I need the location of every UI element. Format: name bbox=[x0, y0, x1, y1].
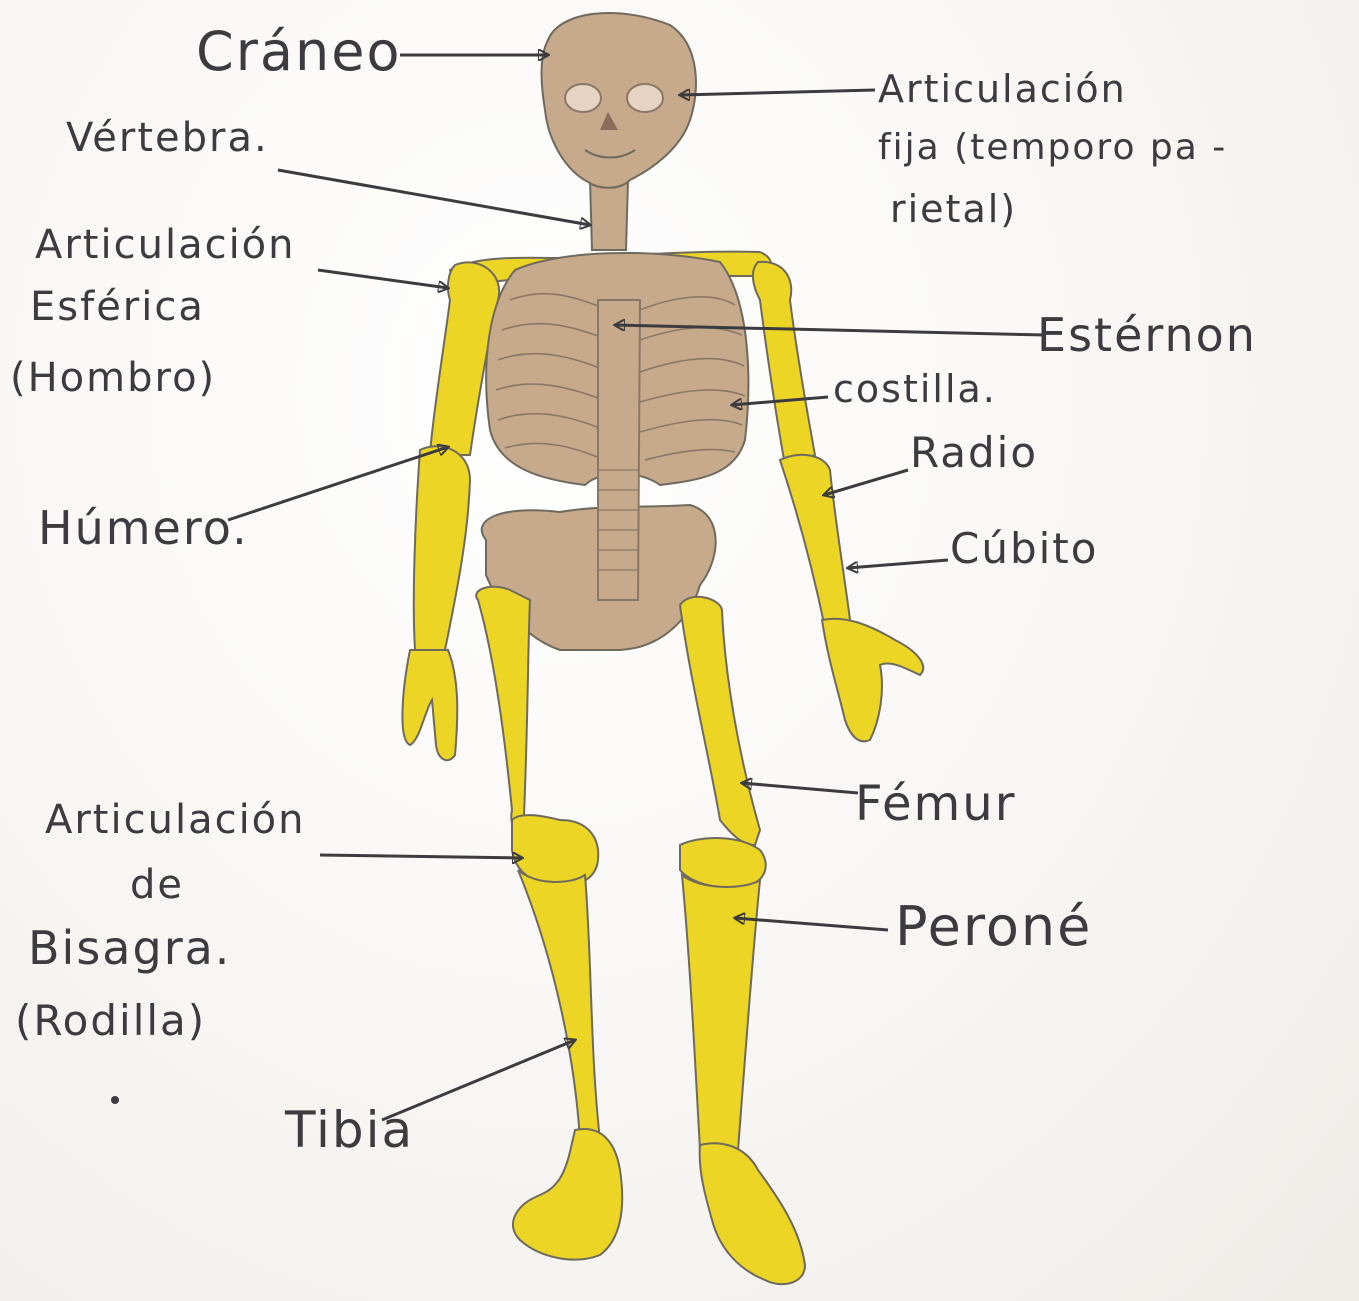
label-costilla: costilla. bbox=[833, 370, 997, 408]
right-forearm bbox=[780, 455, 850, 628]
right-foot bbox=[700, 1143, 805, 1284]
label-radio: Radio bbox=[910, 432, 1038, 474]
label-humero: Húmero. bbox=[38, 505, 249, 551]
label-articulacion-esferica-line3: (Hombro) bbox=[10, 358, 216, 398]
left-eye-socket bbox=[565, 84, 601, 112]
right-tibia bbox=[682, 875, 760, 1150]
right-humerus bbox=[753, 262, 815, 465]
label-articulacion-esferica-line2: Esférica bbox=[30, 287, 205, 327]
label-articulacion-bisagra-line1: Articulación bbox=[45, 800, 306, 840]
pencil-dot bbox=[111, 1096, 119, 1104]
left-hand bbox=[402, 650, 457, 760]
right-eye-socket bbox=[627, 84, 663, 112]
skeleton bbox=[402, 13, 923, 1284]
label-articulacion-bisagra-line4: (Rodilla) bbox=[15, 1000, 206, 1042]
neck bbox=[590, 180, 628, 250]
label-cubito: Cúbito bbox=[950, 528, 1098, 570]
left-forearm bbox=[414, 446, 470, 650]
label-vertebra: Vértebra. bbox=[66, 118, 269, 158]
label-perone: Peroné bbox=[895, 900, 1092, 954]
label-articulacion-fija-line1: Articulación bbox=[878, 70, 1127, 108]
label-tibia: Tibia bbox=[285, 1105, 414, 1155]
label-articulacion-bisagra-line2: de bbox=[130, 865, 184, 905]
spine bbox=[598, 300, 640, 600]
right-femur bbox=[680, 597, 760, 845]
label-femur: Fémur bbox=[855, 780, 1016, 828]
right-hand bbox=[822, 619, 923, 742]
label-articulacion-bisagra-line3: Bisagra. bbox=[28, 925, 231, 971]
left-tibia bbox=[518, 870, 600, 1140]
label-craneo: Cráneo bbox=[196, 25, 401, 79]
label-esternon: Estérnon bbox=[1037, 312, 1257, 358]
left-foot bbox=[513, 1129, 622, 1260]
label-articulacion-fija-line2: fija (temporo pa - bbox=[878, 130, 1227, 166]
label-articulacion-esferica-line1: Articulación bbox=[35, 225, 296, 265]
left-femur bbox=[476, 587, 530, 830]
label-articulacion-fija-line3: rietal) bbox=[890, 190, 1017, 228]
